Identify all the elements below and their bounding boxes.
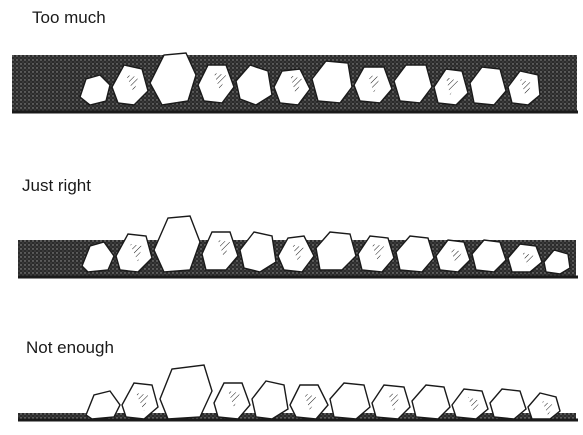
panel-label: Too much <box>32 8 106 28</box>
panel-just-right: Just right <box>0 170 583 295</box>
stones <box>86 365 560 419</box>
aggregate-illustration-not-enough <box>0 345 583 435</box>
panel-label: Just right <box>22 176 91 196</box>
aggregate-illustration-just-right <box>0 200 583 290</box>
aggregate-illustration-too-much <box>0 35 583 125</box>
panel-not-enough: Not enough <box>0 330 583 435</box>
panel-too-much: Too much <box>0 0 583 125</box>
